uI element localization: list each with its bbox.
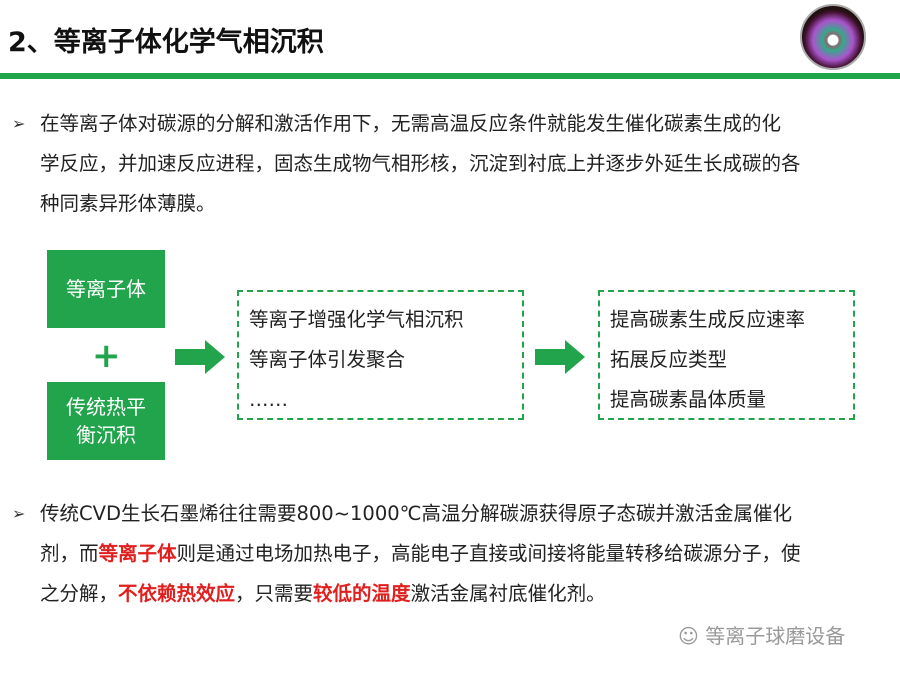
method-item: 等离子体引发聚合 (249, 348, 406, 371)
benefit-item: 拓展反应类型 (610, 348, 728, 371)
text-line: 学反应，并加速反应进程，固态生成物气相形核，沉淀到衬底上并逐步外延生长成碳的各 (40, 152, 801, 175)
arrow-bullet-icon: ➢ (12, 504, 26, 523)
text-line: 在等离子体对碳源的分解和激活作用下，无需高温反应条件就能发生催化碳素生成的化 (40, 112, 782, 135)
text-line: 之分解，不依赖热效应，只需要较低的温度激活金属衬底催化剂。 (40, 574, 870, 614)
text-line: 剂，而等离子体则是通过电场加热电子，高能电子直接或间接将能量转移给碳源分子，使 (40, 534, 870, 574)
title-divider (0, 73, 900, 79)
watermark-text: 等离子球磨设备 (705, 624, 846, 648)
plasma-box: 等离子体 (47, 250, 165, 328)
page-title: 2、等离子体化学气相沉积 (8, 27, 324, 58)
benefit-item: 提高碳素晶体质量 (610, 388, 767, 411)
wechat-icon: ☺ (678, 624, 706, 648)
plus-sign: + (92, 336, 121, 376)
text-span: 则是通过电场加热电子，高能电子直接或间接将能量转移给碳源分子，使 (176, 542, 801, 565)
box-label: 衡沉积 (76, 423, 136, 447)
right-arrow-icon (535, 340, 585, 374)
plasma-ball-logo-icon (800, 4, 866, 70)
box-label: 等离子体 (66, 277, 146, 301)
highlight-text: 较低的温度 (313, 582, 411, 605)
text-span: ，只需要 (235, 582, 314, 605)
method-item: 等离子增强化学气相沉积 (249, 308, 464, 331)
text-span: 剂，而 (40, 542, 99, 565)
box-label: 传统热平 (66, 395, 146, 419)
highlight-text: 等离子体 (98, 542, 177, 565)
benefit-item: 提高碳素生成反应速率 (610, 308, 806, 331)
benefits-box: 提高碳素生成反应速率 拓展反应类型 提高碳素晶体质量 (598, 290, 855, 420)
watermark: ☺ 等离子球磨设备 (678, 620, 845, 649)
methods-box: 等离子增强化学气相沉积 等离子体引发聚合 …… (237, 290, 524, 420)
bullet-paragraph-2: ➢ 传统CVD生长石墨烯往往需要800~1000℃高温分解碳源获得原子态碳并激活… (12, 494, 870, 614)
highlight-text: 不依赖热效应 (118, 582, 236, 605)
arrow-bullet-icon: ➢ (12, 114, 26, 133)
method-item: …… (249, 388, 288, 411)
bullet-paragraph-1: ➢ 在等离子体对碳源的分解和激活作用下，无需高温反应条件就能发生催化碳素生成的化… (12, 104, 870, 224)
text-span: 激活金属衬底催化剂。 (410, 582, 606, 605)
text-line: 种同素异形体薄膜。 (40, 192, 216, 215)
right-arrow-icon (175, 340, 225, 374)
text-span: 之分解， (40, 582, 119, 605)
thermal-deposition-box: 传统热平衡沉积 (47, 382, 165, 460)
text-line: 传统CVD生长石墨烯往往需要800~1000℃高温分解碳源获得原子态碳并激活金属… (40, 502, 793, 525)
